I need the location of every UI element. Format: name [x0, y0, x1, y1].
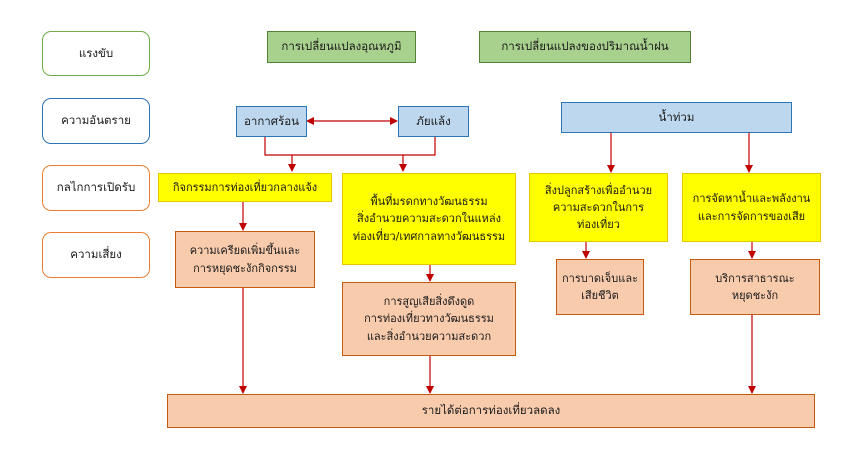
label-risk: ความเสี่ยง [42, 232, 150, 278]
label-driver: แรงขับ [42, 31, 150, 76]
mechanism-outdoor: กิจกรรมการท่องเที่ยวกลางแจ้ง [158, 173, 332, 202]
risk-injury: การบาดเจ็บและ เสียชีวิต [556, 259, 644, 315]
driver-temperature: การเปลี่ยนแปลงอุณหภูมิ [267, 31, 416, 63]
mechanism-infrastructure: สิ่งปลูกสร้างเพื่ออำนวย ความสะดวกในการ ท… [529, 173, 668, 242]
hazard-drought: ภัยแล้ง [398, 106, 469, 137]
mechanism-utilities: การจัดหาน้ำและพลังงาน และการจัดการของเสี… [682, 173, 821, 242]
driver-rainfall: การเปลี่ยนแปลงของปริมาณน้ำฝน [479, 31, 691, 63]
risk-services: บริการสาธารณะ หยุดชะงัก [690, 259, 820, 315]
risk-loss: การสูญเสียสิ่งดึงดูด การท่องเที่ยวทางวัฒ… [342, 282, 516, 356]
outcome-revenue-decline: รายได้ต่อการท่องเที่ยวลดลง [167, 394, 815, 428]
hazard-merge-line [264, 137, 436, 156]
mechanism-heritage: พื้นที่มรดกทางวัฒนธรรม สิ่งอำนวยความสะดว… [342, 173, 516, 265]
risk-stress: ความเครียดเพิ่มขึ้นและ การหยุดชะงักกิจกร… [175, 231, 315, 288]
label-mechanism: กลไกการเปิดรับ [42, 165, 150, 211]
hazard-heat: อากาศร้อน [236, 106, 307, 137]
label-hazard: ความอันตราย [42, 98, 150, 144]
hazard-flood: น้ำท่วม [561, 102, 792, 133]
